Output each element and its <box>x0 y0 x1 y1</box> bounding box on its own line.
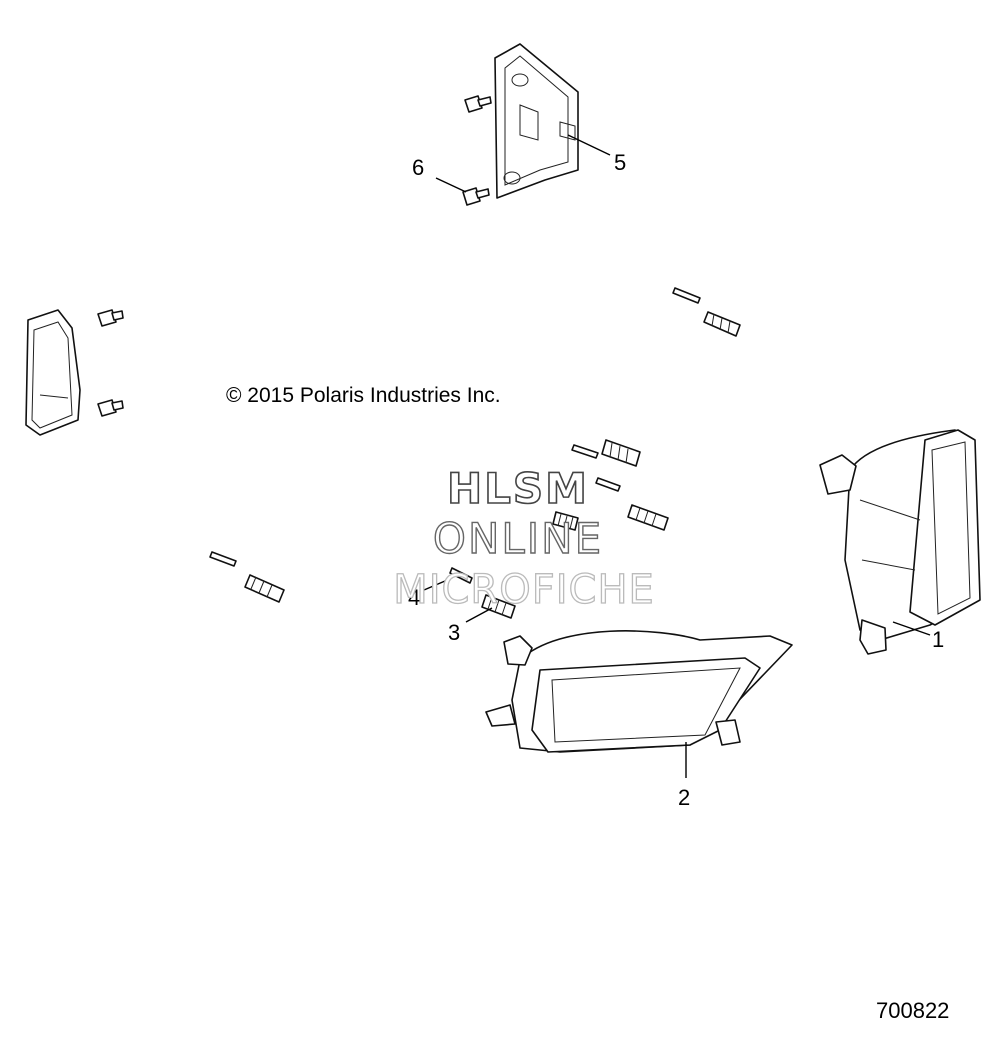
part-4-bolt <box>449 567 473 584</box>
watermark-line-1: HLSM <box>447 464 589 513</box>
adjuster-bolt <box>571 439 641 467</box>
diagram-reference-number: 700822 <box>876 998 949 1023</box>
adjuster-spring <box>552 511 579 531</box>
part-6-screw <box>464 95 492 113</box>
adjuster-bolt <box>209 551 237 567</box>
bracket-screw <box>97 399 124 417</box>
callout-6: 6 <box>412 155 424 180</box>
part-3-spring <box>481 594 516 619</box>
callout-1: 1 <box>932 627 944 652</box>
leader-lines <box>423 134 931 778</box>
part-2-headlight <box>485 630 793 753</box>
copyright-notice: © 2015 Polaris Industries Inc. <box>226 384 501 407</box>
part-5-bezel <box>494 43 579 199</box>
part-1-headlight <box>819 429 981 655</box>
callout-4: 4 <box>408 585 420 610</box>
callout-3: 3 <box>448 620 460 645</box>
side-bracket <box>25 309 81 436</box>
callout-5: 5 <box>614 150 626 175</box>
callout-2: 2 <box>678 785 690 810</box>
adjuster-bolt <box>595 477 621 492</box>
part-6-screw <box>462 187 490 206</box>
watermark-line-2: ONLINE <box>433 514 603 563</box>
adjuster-bolt <box>672 287 741 337</box>
bracket-screw <box>97 309 124 327</box>
adjuster-spring <box>627 504 669 531</box>
adjuster-spring <box>244 574 285 603</box>
watermark-line-3: MICROFICHE <box>393 567 655 613</box>
